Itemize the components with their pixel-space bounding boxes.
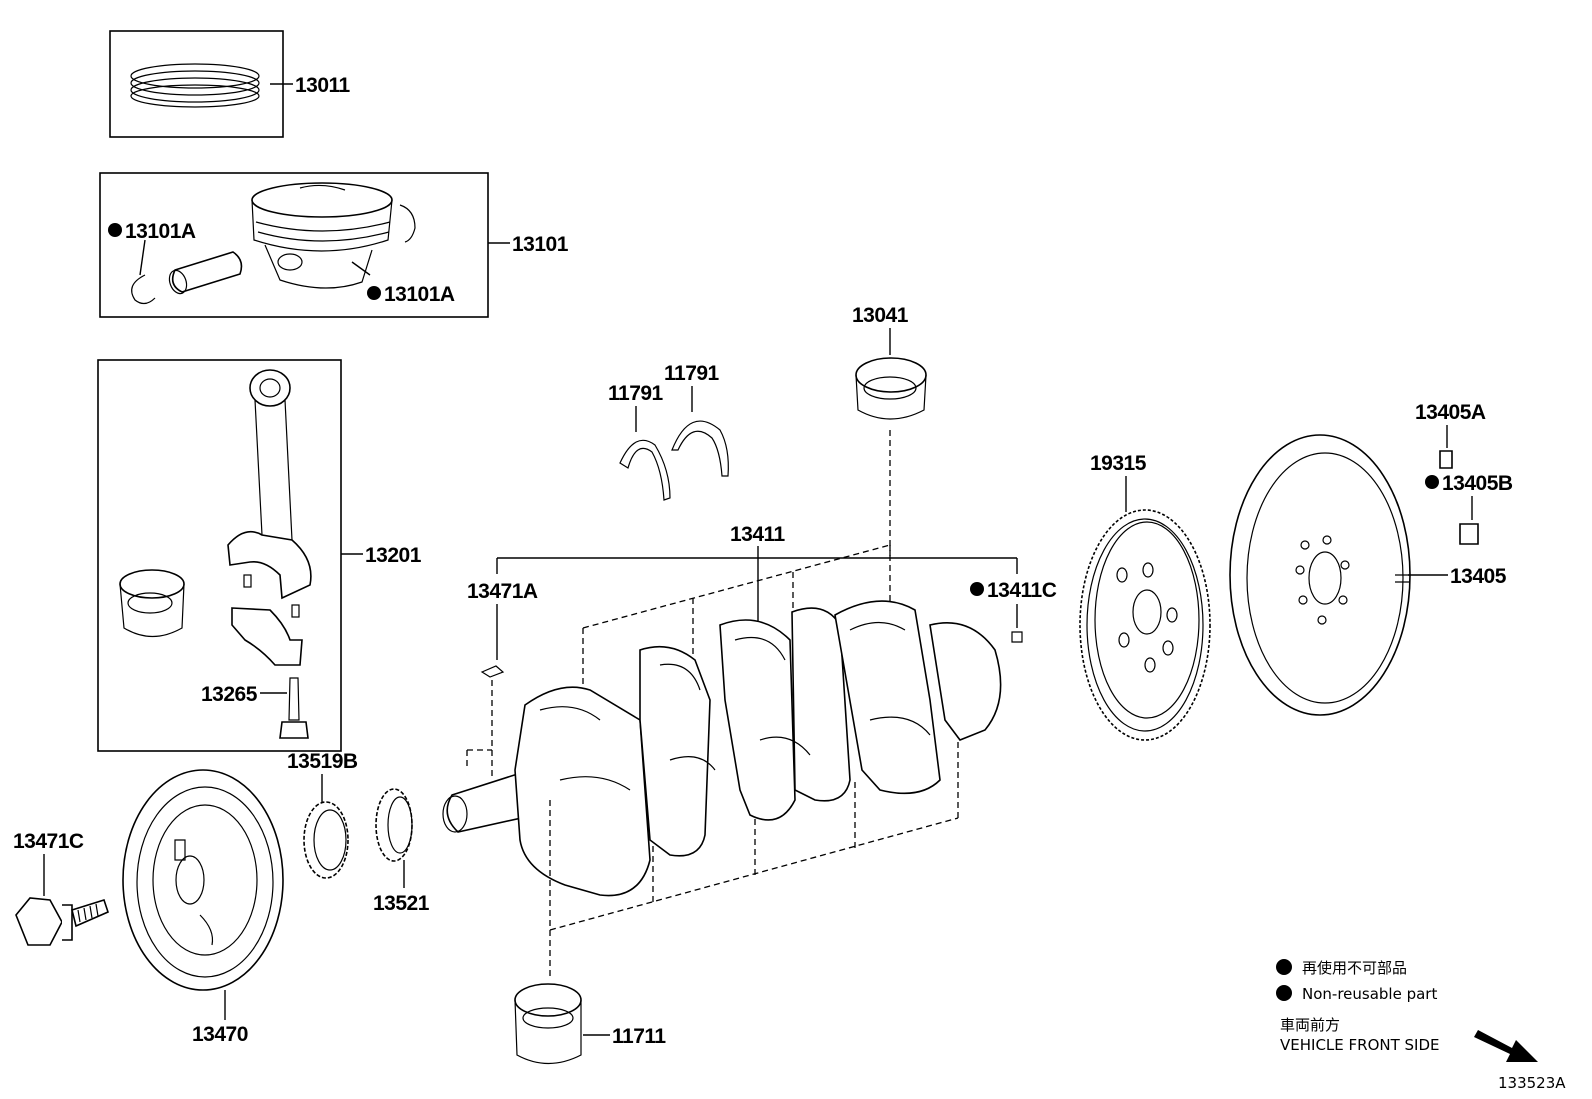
hex-bolt-icon — [15, 897, 109, 946]
label-13405A[interactable]: 13405A — [1415, 401, 1486, 424]
pulley-bolt-group: 13471C — [13, 830, 109, 946]
label-13041[interactable]: 13041 — [852, 304, 909, 327]
snap-ring-right-icon — [399, 204, 416, 243]
non-reusable-dot-icon — [1425, 475, 1439, 489]
label-13201[interactable]: 13201 — [365, 544, 422, 567]
piston-ring-set-group: 13011 — [109, 30, 351, 138]
label-11791-a[interactable]: 11791 — [608, 382, 664, 405]
label-13101[interactable]: 13101 — [512, 233, 569, 256]
flywheel-group: 13405A 13405B 13405 — [1229, 401, 1513, 716]
label-13405[interactable]: 13405 — [1450, 565, 1507, 588]
legend-non-reusable-en: Non-reusable part — [1302, 985, 1437, 1003]
pin-icon — [1011, 631, 1023, 643]
piston-rings-icon — [130, 63, 260, 108]
timing-gear-icon — [303, 801, 349, 879]
front-direction-arrow-icon — [1474, 1030, 1538, 1062]
label-11711[interactable]: 11711 — [612, 1025, 667, 1048]
non-reusable-dot-icon — [108, 223, 122, 237]
gear-icon — [375, 788, 413, 862]
piston-group: 13101A 13101A 13101 — [99, 172, 569, 318]
thrust-washer-icon — [619, 439, 671, 501]
non-reusable-dot-icon — [1276, 959, 1292, 975]
crank-pulley-group: 13470 — [122, 769, 284, 1046]
crank-pulley-icon — [122, 769, 284, 991]
flywheel-icon — [1229, 434, 1411, 716]
main-bearing-lower-icon — [514, 983, 582, 1064]
piston-ring-box — [109, 30, 284, 138]
label-13471A[interactable]: 13471A — [467, 580, 538, 603]
diagram-id: 133523A — [1498, 1074, 1566, 1092]
key-icon — [480, 665, 505, 678]
label-13519B[interactable]: 13519B — [287, 750, 358, 773]
rod-bearing-icon — [119, 569, 185, 637]
label-13411[interactable]: 13411 — [730, 523, 786, 546]
label-13411C[interactable]: 13411C — [987, 579, 1057, 602]
timing-rotor-icon — [1079, 509, 1211, 741]
label-13011[interactable]: 13011 — [295, 74, 351, 97]
piston-pin-icon — [168, 251, 243, 295]
label-13101A-left[interactable]: 13101A — [125, 220, 196, 243]
connecting-rod-group: 13265 13201 — [97, 359, 422, 752]
connecting-rod-box — [97, 359, 342, 752]
legend-front-en: VEHICLE FRONT SIDE — [1280, 1036, 1440, 1054]
non-reusable-dot-icon — [1276, 985, 1292, 1001]
label-13470[interactable]: 13470 — [192, 1023, 248, 1046]
crankshaft-group: 13411 13471A 13411C — [442, 523, 1057, 931]
crank-gear-group: 13521 — [373, 788, 430, 915]
thrust-washer-icon — [671, 420, 729, 477]
non-reusable-dot-icon — [970, 582, 984, 596]
timing-rotor-group: 19315 — [1079, 452, 1211, 741]
crankshaft-bearing-upper-group: 13041 — [852, 304, 927, 560]
legend-front-jp: 車両前方 — [1280, 1016, 1340, 1034]
label-13101A-right[interactable]: 13101A — [384, 283, 455, 306]
label-13521[interactable]: 13521 — [373, 892, 430, 915]
crankshaft-bearing-lower-group: 11711 — [514, 800, 667, 1064]
label-11791-b[interactable]: 11791 — [664, 362, 720, 385]
piston-box — [99, 172, 489, 318]
dowel-pin-icon — [1439, 450, 1453, 469]
rod-bolt-icon — [279, 677, 309, 739]
thrust-washers-group: 11791 11791 — [608, 362, 729, 501]
bushing-icon — [1459, 523, 1479, 545]
snap-ring-left-icon — [131, 274, 156, 305]
non-reusable-dot-icon — [367, 286, 381, 300]
legend-non-reusable-jp: 再使用不可部品 — [1302, 959, 1407, 977]
crankshaft-icon — [442, 600, 1002, 897]
legend: 再使用不可部品 Non-reusable part 車両前方 VEHICLE F… — [1276, 959, 1566, 1092]
label-13405B[interactable]: 13405B — [1442, 472, 1513, 495]
main-bearing-icon — [855, 357, 927, 420]
crank-sprocket-group: 13519B — [287, 750, 358, 879]
label-19315[interactable]: 19315 — [1090, 452, 1147, 475]
label-13471C[interactable]: 13471C — [13, 830, 84, 853]
piston-icon — [251, 182, 393, 289]
label-13265[interactable]: 13265 — [201, 683, 258, 706]
connecting-rod-icon — [227, 369, 312, 666]
